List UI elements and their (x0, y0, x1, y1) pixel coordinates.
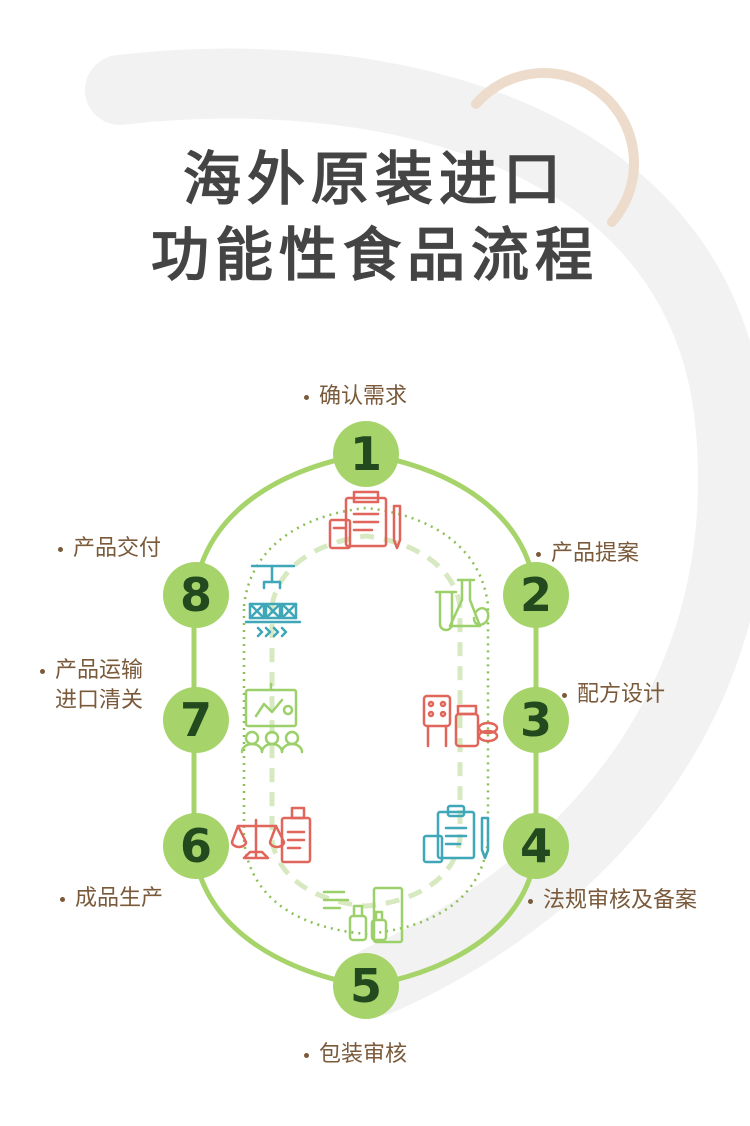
accent-arc (471, 67, 640, 227)
step-label-5-text: 包装审核 (319, 1042, 408, 1067)
step-label-6-text: 成品生产 (75, 886, 164, 911)
step-label-2: 产品提案 (536, 535, 639, 567)
step-node-5: 5 (333, 953, 399, 1019)
step-label-6: 成品生产 (60, 880, 163, 912)
step-label-1-text: 确认需求 (319, 384, 408, 409)
step-node-1: 1 (333, 421, 399, 487)
step-number-7: 7 (179, 693, 212, 747)
step-label-7-line2: 进口清关 (55, 688, 144, 713)
step-node-2: 2 (503, 562, 569, 628)
document-calculator-icon (328, 490, 402, 550)
step-node-8: 8 (163, 562, 229, 628)
title-line-1: 海外原装进口 (182, 145, 567, 213)
inner-dashed-loop (269, 533, 463, 909)
step-label-3: 配方设计 (562, 676, 665, 708)
step-number-6: 6 (179, 819, 212, 873)
step-number-3: 3 (519, 693, 552, 747)
step-label-4: 法规审核及备案 (528, 882, 697, 914)
medicine-bottles-icon (422, 694, 499, 748)
step-number-5: 5 (349, 959, 382, 1013)
clipboard-calculator-icon (422, 804, 490, 864)
step-node-6: 6 (163, 813, 229, 879)
step-number-8: 8 (179, 568, 212, 622)
step-number-4: 4 (519, 819, 552, 873)
step-label-4-text: 法规审核及备案 (543, 888, 698, 913)
step-label-8-text: 产品交付 (73, 536, 162, 561)
step-label-7: 产品运输进口清关 (40, 656, 143, 716)
step-node-3: 3 (503, 687, 569, 753)
lab-flask-icon (434, 578, 490, 632)
step-number-1: 1 (349, 427, 382, 481)
conveyor-robot-arm-icon (244, 564, 302, 638)
step-label-3-text: 配方设计 (577, 682, 666, 707)
step-label-2-text: 产品提案 (551, 541, 640, 566)
step-node-7: 7 (163, 687, 229, 753)
title-line-2: 功能性食品流程 (150, 221, 599, 289)
packaging-bottles-icon (322, 886, 404, 944)
scale-document-icon (230, 806, 312, 864)
step-label-1: 确认需求 (304, 378, 407, 410)
presentation-audience-icon (240, 682, 304, 754)
step-label-7-line1: 产品运输 (55, 658, 144, 683)
step-label-5: 包装审核 (304, 1036, 407, 1068)
step-number-2: 2 (519, 568, 552, 622)
step-label-8: 产品交付 (58, 530, 161, 562)
step-node-4: 4 (503, 813, 569, 879)
